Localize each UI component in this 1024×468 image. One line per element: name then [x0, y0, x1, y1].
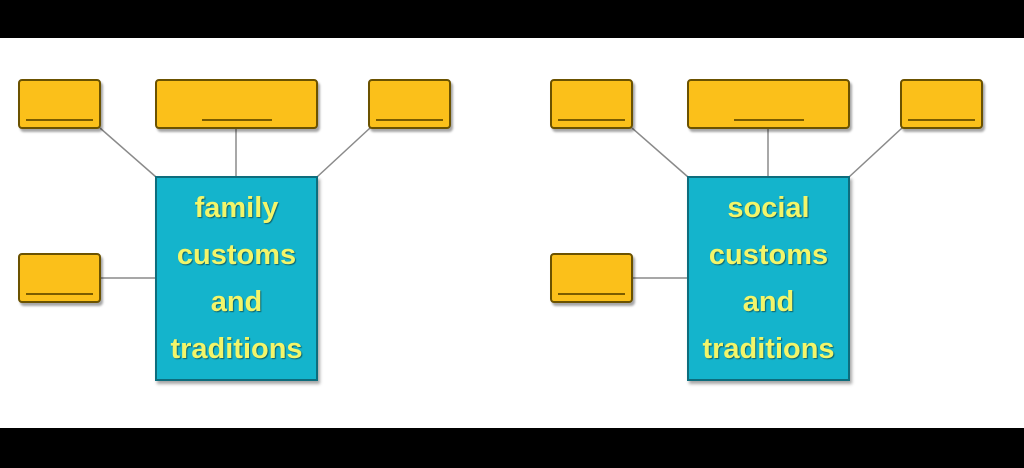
blank-box-top-left[interactable]: [18, 79, 101, 129]
blank-line: [734, 119, 804, 121]
center-box-social: social customs and traditions: [687, 176, 850, 381]
connector-line: [631, 127, 689, 178]
connector-line: [316, 127, 371, 178]
connector-line: [99, 127, 157, 178]
connector-line: [848, 127, 903, 178]
blank-box-top-left[interactable]: [550, 79, 633, 129]
center-text-line: customs: [176, 238, 297, 271]
blank-line: [908, 119, 975, 121]
blank-box-top-center[interactable]: [687, 79, 850, 129]
center-text-line: social: [727, 191, 810, 224]
top-letterbox-bar: [0, 0, 1024, 38]
center-text-line: family: [194, 191, 279, 224]
blank-box-left[interactable]: [550, 253, 633, 303]
center-text-line: and: [210, 285, 263, 318]
center-text-line: traditions: [170, 332, 303, 365]
center-box-family: family customs and traditions: [155, 176, 318, 381]
blank-box-top-right[interactable]: [368, 79, 451, 129]
blank-box-top-center[interactable]: [155, 79, 318, 129]
center-text-line: and: [742, 285, 795, 318]
blank-line: [202, 119, 272, 121]
bottom-letterbox-bar: [0, 428, 1024, 468]
blank-line: [558, 293, 625, 295]
blank-box-left[interactable]: [18, 253, 101, 303]
blank-line: [26, 293, 93, 295]
blank-line: [376, 119, 443, 121]
blank-box-top-right[interactable]: [900, 79, 983, 129]
blank-line: [558, 119, 625, 121]
center-text-line: traditions: [702, 332, 835, 365]
blank-line: [26, 119, 93, 121]
center-text-line: customs: [708, 238, 829, 271]
